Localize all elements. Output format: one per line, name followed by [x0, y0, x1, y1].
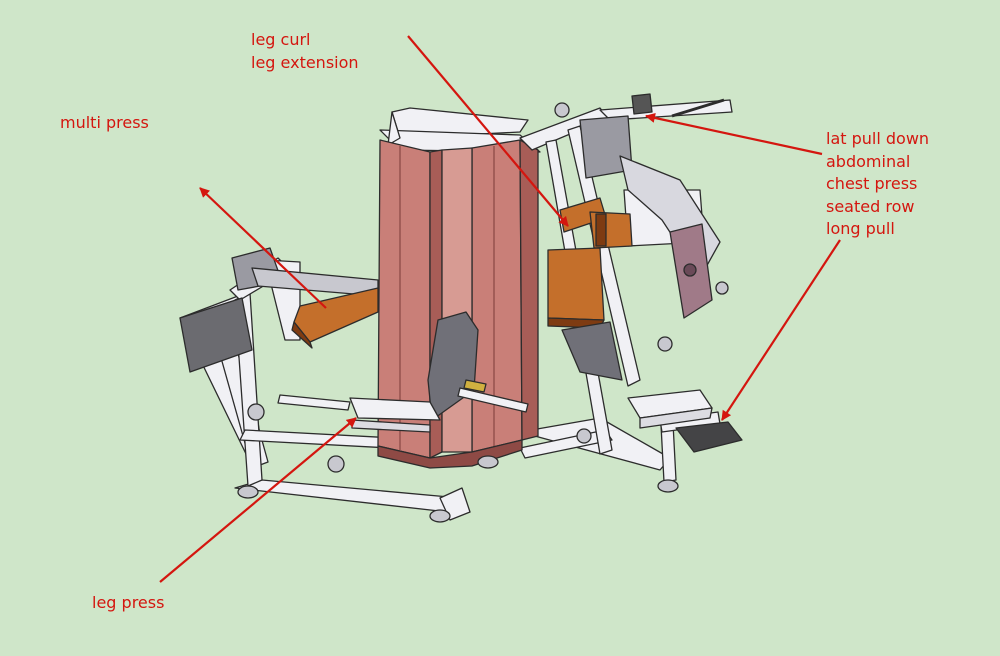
label-multi-press: multi press [60, 112, 149, 135]
leg-curl-pads [547, 197, 633, 381]
arrow-leg-press [159, 417, 357, 583]
label-line: chest press [826, 174, 918, 193]
label-line: lat pull down [826, 129, 930, 148]
feet [237, 102, 729, 523]
label-line: long pull [826, 219, 895, 238]
label-line: leg extension [251, 52, 359, 72]
multi-press-pad [293, 287, 379, 343]
annotation-arrows [159, 35, 841, 583]
floor-plate [675, 421, 743, 453]
label-line: leg curl [251, 30, 311, 49]
label-leg-curl-extension: leg curl leg extension [251, 29, 359, 74]
arrow-multi-press [199, 187, 327, 309]
label-line: abdominal [826, 151, 911, 171]
arrow-lat-pull [645, 113, 823, 156]
label-lat-pull-group: lat pull down abdominal chest press seat… [826, 128, 929, 241]
label-line: seated row [826, 196, 915, 216]
machine-drawing [179, 93, 743, 523]
lat-pull-assembly [579, 93, 725, 319]
arrow-leg-curl [407, 35, 569, 227]
arrow-floor-plate [721, 239, 841, 421]
label-leg-press: leg press [92, 592, 164, 615]
seated-row-seat [627, 389, 713, 429]
label-line: multi press [60, 113, 149, 132]
foot-plate [179, 297, 253, 373]
leg-press-seat [349, 311, 529, 433]
label-line: leg press [92, 593, 165, 612]
